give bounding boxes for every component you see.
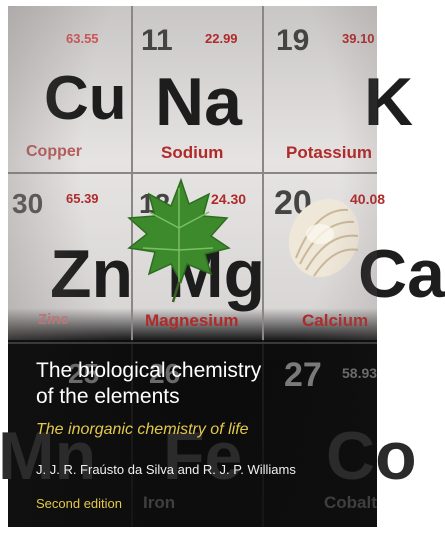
cell-symbol: Na [155,64,242,140]
cell-number: 19 [276,24,310,57]
cell-number: 30 [12,188,44,219]
leaf-illustration [127,177,231,303]
cell-symbol: Co [326,418,417,494]
cell-name: Potassium [286,143,372,162]
cell-symbol: Fe [163,418,243,494]
cell-name: Sodium [161,143,224,162]
cell-symbol: K [364,64,414,140]
cell-name: Zinc [38,311,69,328]
seashell-illustration [288,199,360,277]
cell-manganese: 25 Mn [0,346,127,509]
cell-number: 26 [149,358,181,389]
book-subtitle: The inorganic chemistry of life [36,421,249,438]
cell-mass: 22.99 [205,31,238,46]
grid-line [8,342,377,344]
cell-mass: 39.10 [342,31,375,46]
cell-name: Cobalt [324,493,377,512]
title-line-2: of the elements [36,385,180,408]
book-cover: 63.55 Cu Copper 11 22.99 Na Sodium 19 39… [0,6,445,527]
cell-iron: 26 Fe Iron [133,346,252,512]
cell-number: 25 [68,358,100,389]
cell-symbol: Cu [44,64,127,133]
cell-cobalt: 27 58.93 Co Cobalt [264,346,417,512]
cell-name: Calcium [302,311,369,330]
cell-mass: 63.55 [66,31,99,46]
book-edition: Second edition [36,496,123,511]
cell-mass: 58.93 [342,365,378,381]
cell-mass: 65.39 [66,191,99,206]
book-authors: J. J. R. Fraústo da Silva and R. J. P. W… [36,462,296,477]
cell-potassium: 19 39.10 K Potassium [264,6,413,169]
cell-zinc: 30 65.39 Zn Zinc [8,176,133,339]
dark-band [8,340,377,527]
cell-number: 27 [284,356,322,394]
title-line-1: The biological chemistry [36,359,262,382]
cell-symbol: Mn [0,418,97,494]
cell-name: Iron [143,493,176,512]
cell-symbol: Zn [50,236,134,312]
book-title: The biological chemistry of the elements [36,358,261,410]
cell-symbol: Ca [358,236,445,312]
cell-sodium: 11 22.99 Na Sodium [133,6,252,169]
cell-name: Magnesium [145,311,239,330]
cell-name: Copper [26,143,82,160]
cell-number: 11 [141,24,173,57]
grid-line [8,172,377,174]
cell-copper: 63.55 Cu Copper [8,6,127,169]
